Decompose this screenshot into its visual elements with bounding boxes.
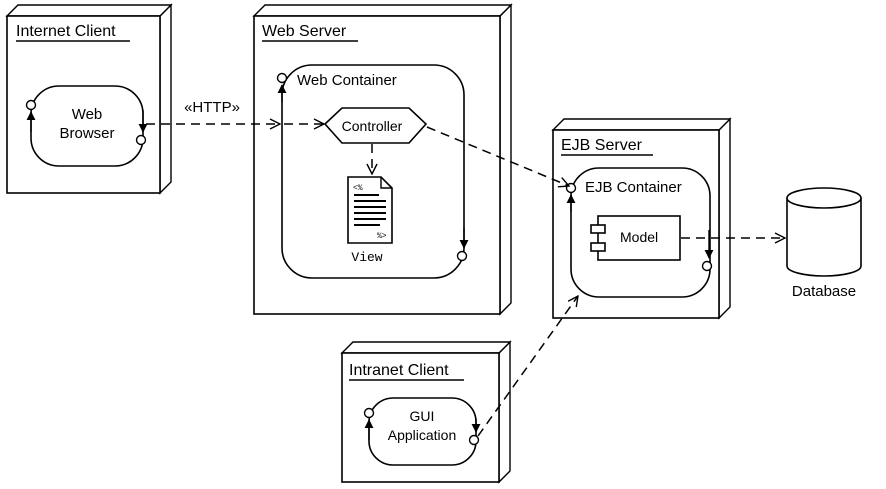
web-server-title: Web Server — [262, 23, 347, 40]
model-component-tab-top — [590, 224, 606, 234]
web-container: Web Container — [276, 64, 469, 279]
controller-label: Controller — [342, 118, 403, 134]
model-label: Model — [620, 229, 658, 245]
gui-application-component: GUI Application — [363, 397, 481, 466]
ejb-server-title: EJB Server — [561, 137, 643, 154]
internet-client-title: Internet Client — [16, 23, 116, 40]
web-container-port-top — [276, 72, 288, 84]
view-label: View — [351, 250, 382, 265]
gui-application-label-line1: GUI — [410, 408, 435, 424]
ejb-container-port-bottom — [701, 260, 713, 272]
view-element: <% %> View — [347, 176, 393, 265]
web-browser-label-line2: Browser — [59, 125, 114, 142]
view-doc-lines — [354, 194, 386, 226]
database-label: Database — [792, 283, 856, 300]
web-container-label: Web Container — [297, 72, 397, 89]
ejb-container-label: EJB Container — [585, 179, 682, 196]
http-connector-label: «HTTP» — [184, 99, 240, 116]
web-browser-component: Web Browser — [25, 85, 148, 167]
controller-to-ejb-connector — [426, 126, 569, 186]
model-component: Model — [590, 215, 681, 261]
view-doc-open-tag: <% — [353, 184, 363, 193]
web-container-port-bottom — [456, 250, 468, 262]
web-browser-port-left — [25, 99, 37, 111]
web-browser-label-line1: Web — [72, 106, 103, 123]
view-doc-close-tag: %> — [377, 232, 387, 241]
database-cylinder: Database — [786, 187, 862, 300]
model-component-tab-bottom — [590, 242, 606, 252]
controller-element: Controller — [323, 107, 428, 144]
gui-application-label-line2: Application — [388, 427, 457, 443]
gui-application-port-left — [363, 407, 375, 419]
gui-application-port-right — [468, 434, 480, 446]
web-browser-port-right — [135, 134, 147, 146]
intranet-client-title: Intranet Client — [349, 362, 449, 379]
gui-to-ejb-connector — [477, 296, 578, 437]
